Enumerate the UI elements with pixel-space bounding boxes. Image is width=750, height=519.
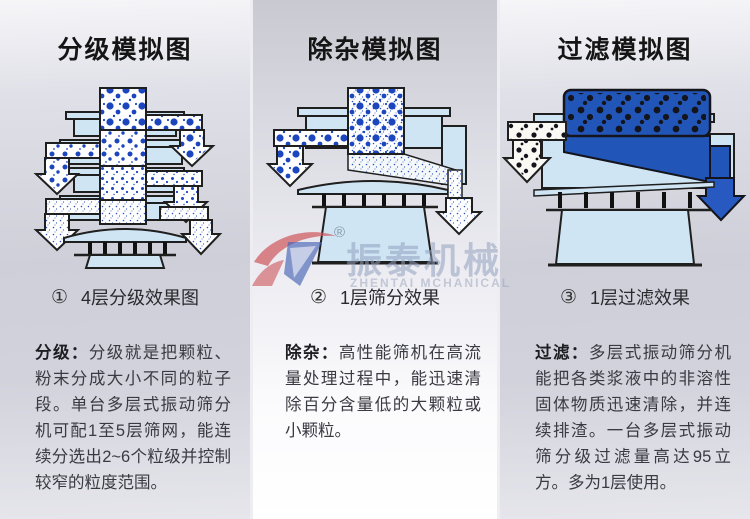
description-lead: 分级： [35, 344, 89, 362]
discharge-arrow-right-fines [434, 197, 484, 236]
filter-machine-drawing [501, 88, 747, 267]
diagram-caption: ① 4层分级效果图 [51, 284, 199, 310]
grading-machine-drawing [33, 87, 223, 269]
impurity-removal-simulation-diagram [260, 86, 490, 271]
page-title: 除杂模拟图 [307, 36, 443, 64]
description-body: 高性能筛机在高流量处理过程中，能迅速清除百分含量低的大颗粒或小颗粒。 [285, 344, 482, 441]
description-text: 除杂：高性能筛机在高流量处理过程中，能迅速清除百分含量低的大颗粒或小颗粒。 [285, 340, 481, 444]
diagram-caption: ② 1层筛分效果 [310, 284, 440, 310]
description-text: 过滤：多层式振动筛分机能把各类浆液中的非溶性固体物质迅速清除，并连续排渣。一台多… [535, 340, 731, 496]
sieving-machine-drawing [265, 87, 484, 265]
page-title: 过滤模拟图 [557, 36, 693, 64]
feed-hopper [347, 87, 405, 155]
slurry-tray [562, 88, 712, 138]
caption-number: ③ [559, 286, 578, 308]
machine-base [533, 181, 715, 267]
machine-base [63, 228, 187, 269]
discharge-arrow-left-solids [501, 121, 567, 184]
machine-base [297, 180, 449, 265]
column-impurity-removal: 除杂模拟图 [250, 0, 500, 519]
description-body: 分级就是把颗粒、粉末分成大小不同的粒子段。单台多层式振动筛分机可配1至5层筛网，… [35, 344, 232, 493]
caption-text: 4层分级效果图 [81, 288, 200, 308]
feed-column [99, 87, 147, 225]
filtering-simulation-diagram [500, 86, 750, 271]
page-title: 分级模拟图 [57, 36, 193, 64]
description-body: 多层式振动筛分机能把各类浆液中的非溶性固体物质迅速清除，并连续排渣。一台多层式振… [535, 344, 732, 493]
discharge-arrow-right-layer1 [145, 114, 216, 168]
discharge-arrow-left-coarse [265, 129, 351, 188]
description-lead: 除杂： [285, 344, 339, 362]
caption-number: ① [50, 286, 69, 308]
caption-text: 1层过滤效果 [590, 288, 691, 308]
caption-number: ② [309, 286, 328, 308]
discharge-arrow-fines-bottom [159, 206, 223, 256]
discharge-arrow-left-layer2 [33, 142, 101, 196]
column-filtering: 过滤模拟图 [500, 0, 750, 519]
description-lead: 过滤： [535, 344, 589, 362]
column-grading: 分级模拟图 [0, 0, 250, 519]
caption-text: 1层筛分效果 [340, 288, 441, 308]
diagram-caption: ③ 1层过滤效果 [560, 284, 690, 310]
grading-simulation-diagram [10, 86, 240, 271]
discharge-arrow-right-liquid [695, 177, 747, 222]
fines-layer [347, 153, 463, 201]
description-text: 分级：分级就是把颗粒、粉末分成大小不同的粒子段。单台多层式振动筛分机可配1至5层… [35, 340, 231, 496]
